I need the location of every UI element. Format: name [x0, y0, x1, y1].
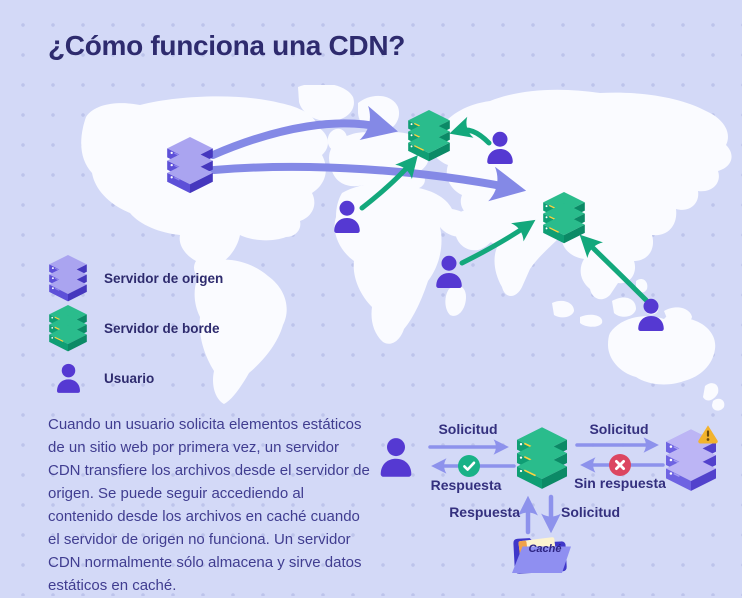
page-title: ¿Cómo funciona una CDN?	[48, 30, 406, 61]
check-circle-icon	[458, 455, 480, 477]
label-response-cache: Respuesta	[449, 504, 520, 520]
legend-label: Usuario	[104, 370, 155, 386]
arrow-user-australia-to-asia	[579, 234, 649, 303]
label-request-user: Solicitud	[438, 421, 498, 437]
edge-server-icon	[543, 192, 585, 244]
legend: Servidor de origen Servidor de borde Usu…	[48, 258, 223, 408]
edge-server-icon	[48, 305, 88, 352]
origin-server-icon	[167, 137, 213, 194]
label-request-cache: Solicitud	[561, 504, 621, 520]
warning-icon	[697, 424, 719, 444]
label-request-origin: Solicitud	[589, 421, 649, 437]
user-icon	[485, 131, 515, 164]
arrow-user-eafrica-to-asia	[459, 219, 536, 266]
label-no-response: Sin respuesta	[574, 475, 666, 491]
legend-item-user: Usuario	[48, 358, 223, 398]
description-text: Cuando un usuario solicita elementos est…	[48, 416, 370, 594]
arrow-origin-to-asia	[210, 162, 527, 202]
arrow-origin-to-europe	[209, 105, 398, 159]
user-icon	[434, 255, 464, 288]
user-icon	[48, 363, 88, 393]
user-icon	[378, 437, 414, 477]
label-response-user: Respuesta	[430, 477, 502, 493]
origin-server-icon	[48, 255, 88, 302]
error-circle-icon	[609, 454, 631, 476]
legend-item-edge-server: Servidor de borde	[48, 308, 223, 348]
legend-item-origin-server: Servidor de origen	[48, 258, 223, 298]
edge-server-icon	[408, 110, 450, 162]
cache-folder-label: Caché	[528, 543, 562, 555]
legend-label: Servidor de origen	[104, 270, 224, 286]
arrow-user-nafrica-to-europe	[359, 155, 418, 211]
user-icon	[332, 200, 362, 233]
edge-server-icon	[517, 427, 567, 490]
legend-label: Servidor de borde	[104, 320, 220, 336]
user-icon	[636, 298, 666, 331]
